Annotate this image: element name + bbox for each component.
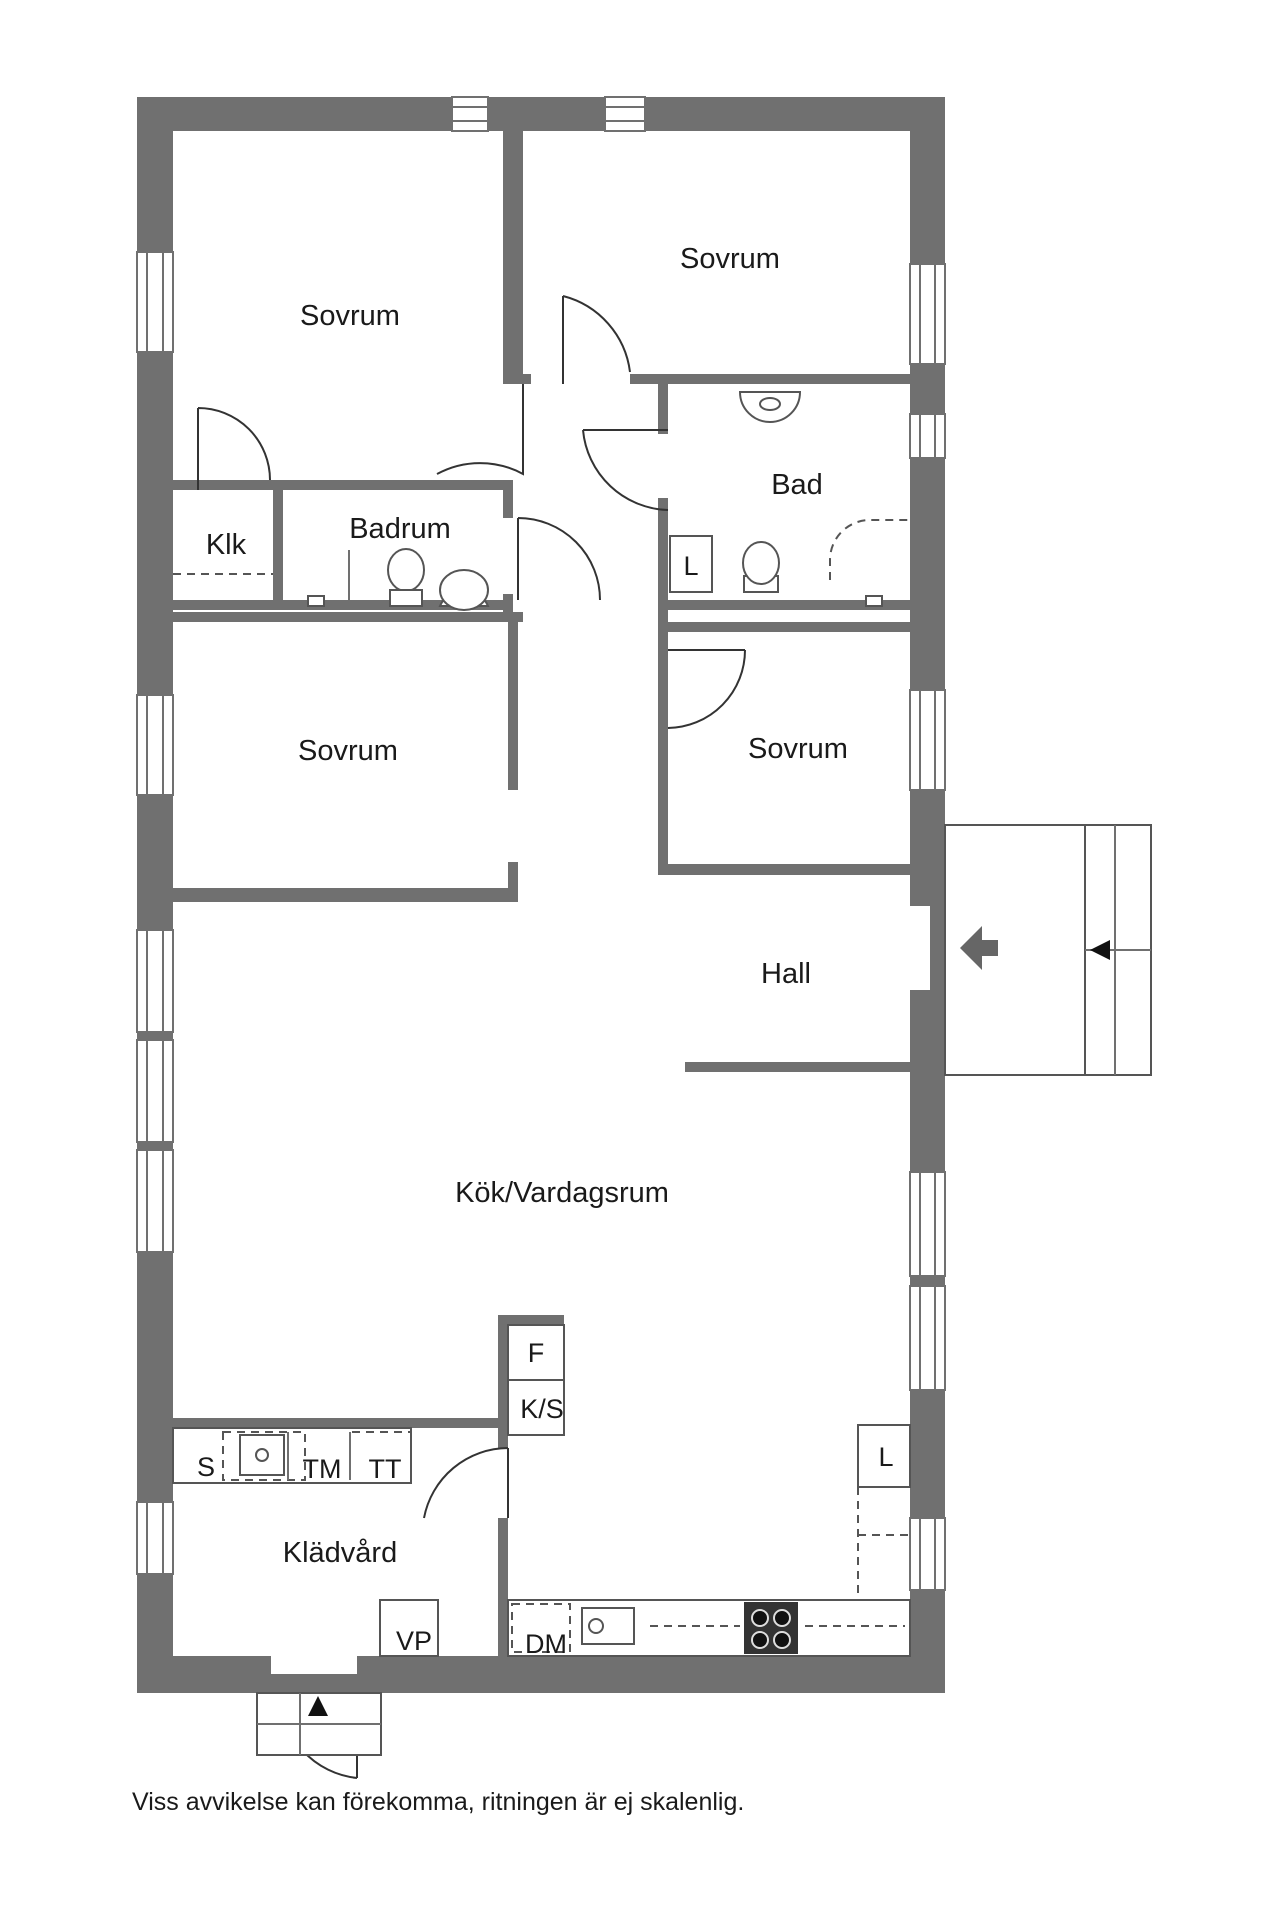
label-dm: DM — [525, 1629, 567, 1659]
door-sovrum-mid-right — [667, 649, 746, 729]
label-badrum: Badrum — [349, 513, 451, 545]
door-kladvard — [423, 1447, 509, 1519]
window-right-3 — [909, 689, 946, 791]
window-left-3 — [136, 929, 174, 1033]
arrow-entrance-bottom — [308, 1696, 328, 1716]
window-left-4 — [136, 1039, 174, 1143]
label-sovrum-mid-left: Sovrum — [298, 735, 398, 767]
interior-walls — [173, 131, 945, 1656]
bathroom-fixtures — [173, 391, 910, 611]
toilet-badrum-icon — [387, 548, 425, 592]
window-left-6 — [136, 1501, 174, 1575]
fixture-labels: L F K/S L S TM TT VP DM — [197, 551, 894, 1659]
window-right-1 — [909, 263, 946, 365]
door-klk — [197, 407, 271, 490]
toilet-bad-icon — [742, 541, 780, 585]
window-right-4 — [909, 1171, 946, 1277]
porch-bottom — [256, 1692, 382, 1756]
windows — [136, 96, 946, 1591]
window-left-1 — [136, 251, 174, 353]
window-right-6 — [909, 1517, 946, 1591]
label-bad: Bad — [771, 469, 823, 501]
door-sovrum-right — [562, 295, 631, 384]
label-fridge: F — [528, 1338, 545, 1368]
stove-icon — [744, 1602, 798, 1654]
window-left-2 — [136, 694, 174, 796]
hall-arrow — [960, 926, 998, 970]
label-sovrum-mid-right: Sovrum — [748, 733, 848, 765]
disclaimer-text: Viss avvikelse kan förekomma, ritningen … — [132, 1788, 745, 1816]
label-bad-l: L — [683, 551, 698, 581]
window-left-5 — [136, 1149, 174, 1253]
window-right-2 — [909, 413, 946, 459]
room-labels: Sovrum Sovrum Klk Badrum Bad Sovrum Sovr… — [206, 243, 848, 1569]
shower-bad — [829, 519, 910, 580]
kyl-sval-box — [507, 1379, 565, 1436]
label-hall: Hall — [761, 958, 811, 990]
label-tm: TM — [303, 1454, 342, 1484]
door-sovrum-left — [436, 384, 524, 476]
window-top-1 — [451, 96, 489, 132]
laundry-counter — [172, 1427, 412, 1484]
bad-l-cabinet — [669, 535, 713, 593]
label-s: S — [197, 1452, 215, 1482]
fridge-box — [507, 1324, 565, 1381]
kitchen-counter — [507, 1599, 911, 1657]
label-kladvard: Klädvård — [283, 1537, 397, 1569]
label-kitchen-l: L — [878, 1442, 893, 1472]
porch-right — [944, 824, 1152, 1076]
kitchen-fixtures — [507, 1324, 911, 1657]
label-kok-vardagsrum: Kök/Vardagsrum — [455, 1177, 669, 1209]
label-sovrum-top-right: Sovrum — [680, 243, 780, 275]
laundry-fixtures — [172, 1427, 439, 1657]
window-top-2 — [604, 96, 646, 132]
label-vp: VP — [396, 1626, 432, 1656]
door-bad — [582, 429, 669, 511]
label-kyl-sval: K/S — [520, 1394, 564, 1424]
label-sovrum-top-left: Sovrum — [300, 300, 400, 332]
door-badrum — [517, 517, 601, 601]
window-right-5 — [909, 1285, 946, 1391]
label-klk: Klk — [206, 529, 247, 561]
main-entrance — [910, 812, 945, 1080]
label-tt: TT — [369, 1454, 402, 1484]
arrow-entrance-right — [1090, 940, 1110, 960]
vp-box — [379, 1599, 439, 1657]
kitchen-l-cabinet — [857, 1424, 911, 1488]
